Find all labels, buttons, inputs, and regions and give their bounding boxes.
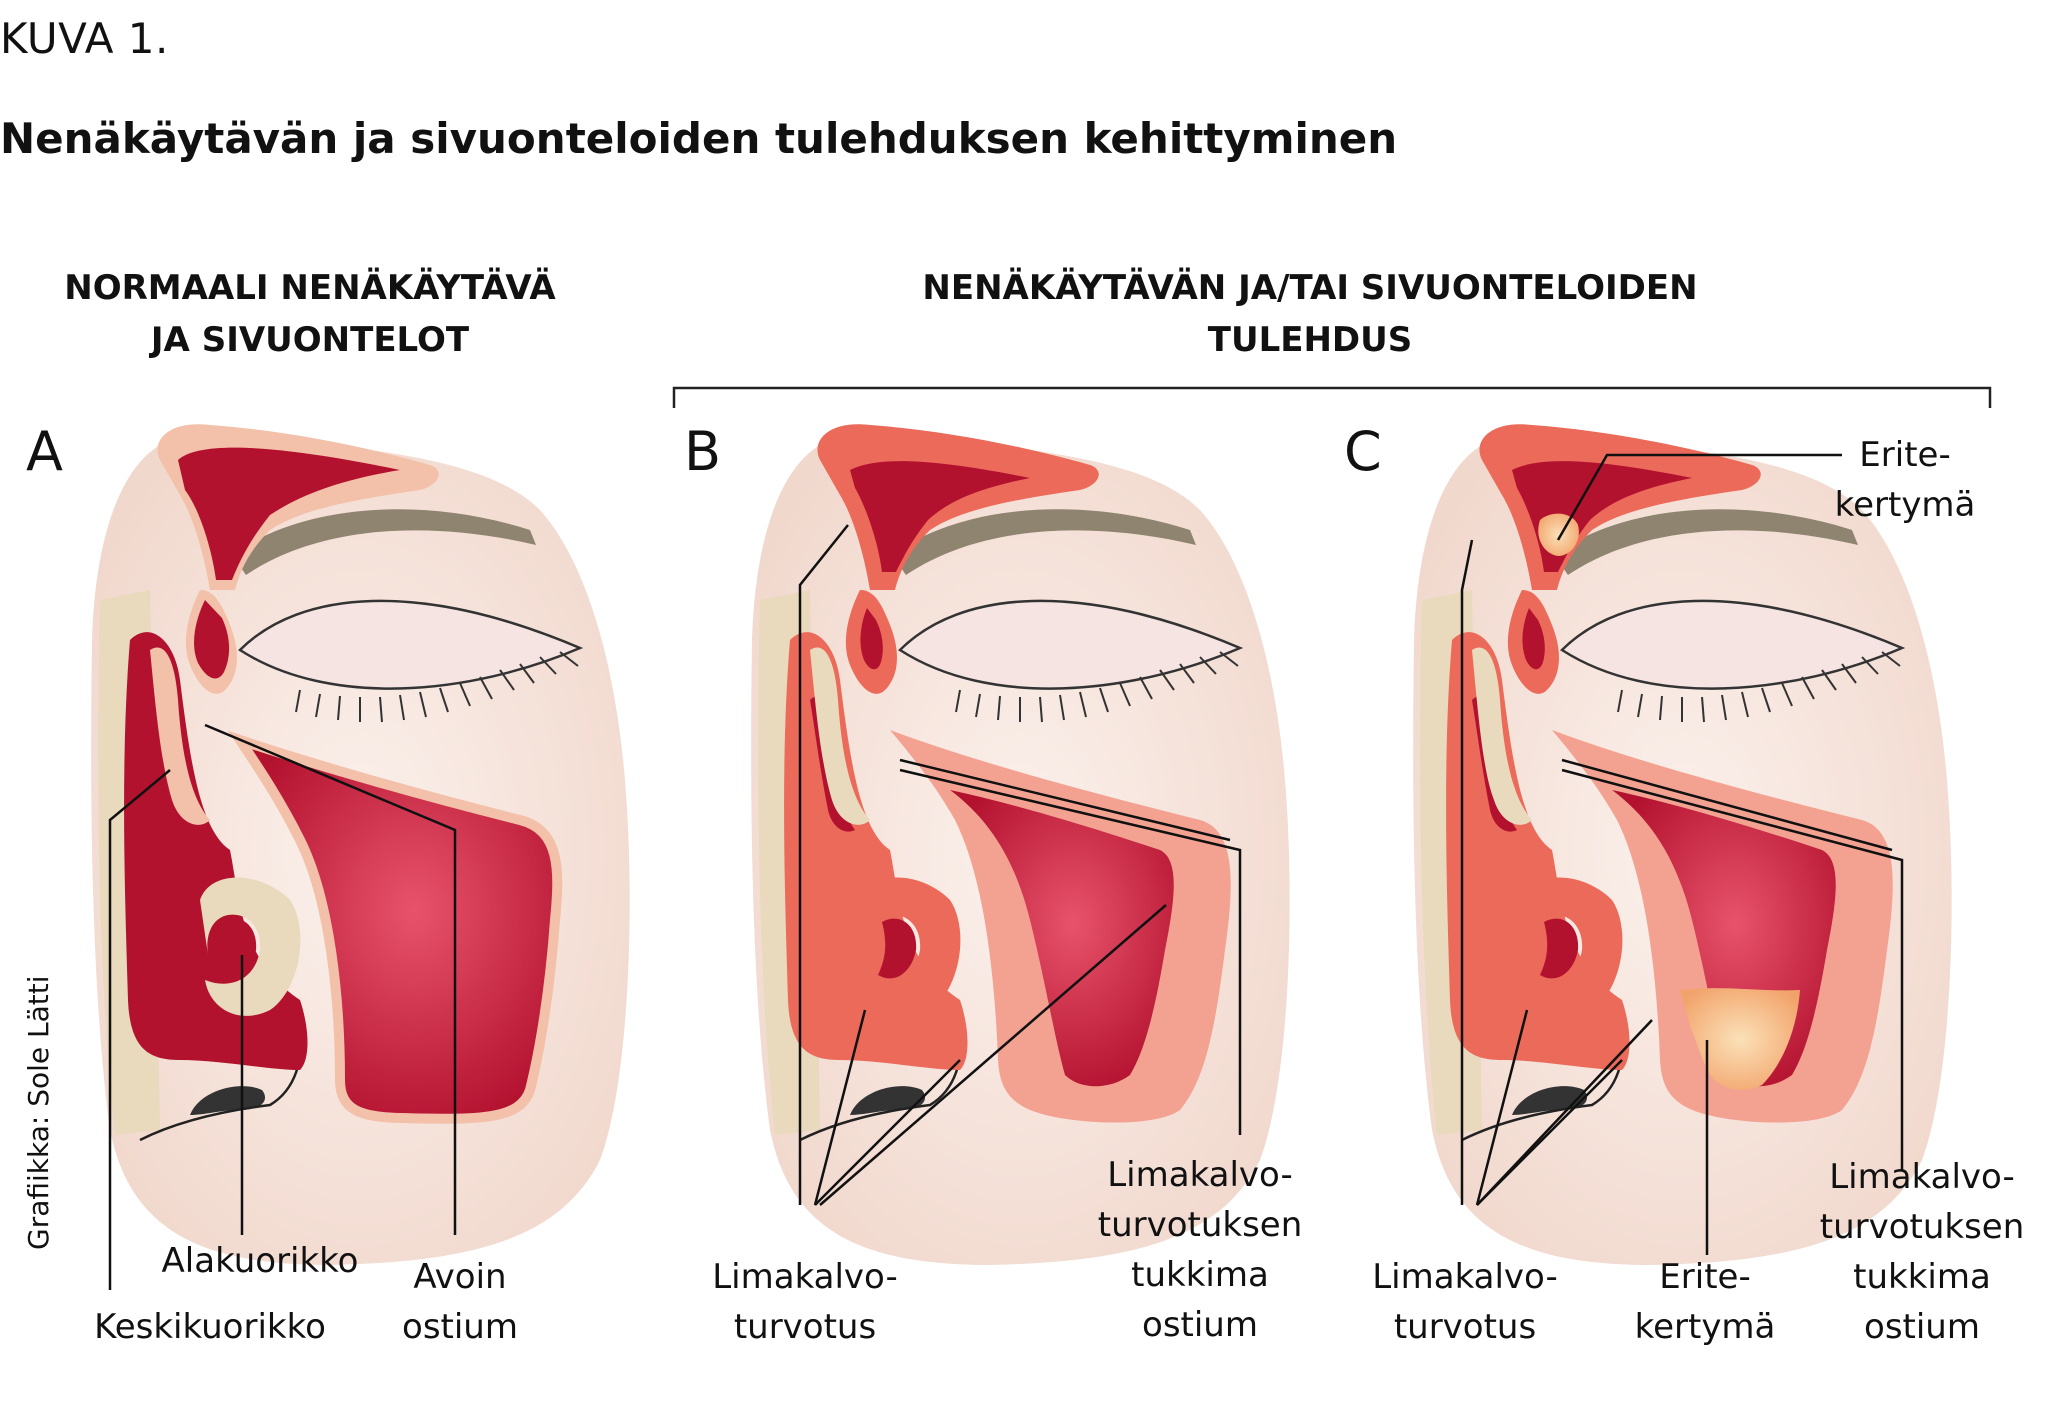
label-c-limakalvoturvotus-line1: Limakalvo-	[1372, 1257, 1558, 1297]
label-c-limakalvoturvotus: Limakalvo- turvotus	[1360, 1252, 1570, 1352]
label-b-limakalvoturvotus-line2: turvotus	[733, 1307, 877, 1347]
label-b-tukkima-line3: tukkima	[1131, 1255, 1269, 1295]
label-b-limakalvoturvotus: Limakalvo- turvotus	[700, 1252, 910, 1352]
label-b-tukkima-ostium: Limakalvo- turvotuksen tukkima ostium	[1090, 1150, 1310, 1350]
label-c-eritekertyma-top-line1: Erite-	[1859, 435, 1951, 475]
label-c-tukkima-ostium: Limakalvo- turvotuksen tukkima ostium	[1812, 1152, 2032, 1352]
label-alakuorikko-text: Alakuorikko	[161, 1241, 359, 1281]
heading-normal: NORMAALI NENÄKÄYTÄVÄ JA SIVUONTELOT	[40, 262, 580, 366]
heading-inflamed-line2: TULEHDUS	[1207, 320, 1413, 360]
figure-label: KUVA 1.	[0, 14, 169, 63]
panel-a-illustration	[89, 424, 631, 1290]
panel-letter-a: A	[26, 420, 63, 483]
figure-title: Nenäkäytävän ja sivuonteloiden tulehduks…	[0, 114, 1398, 163]
heading-normal-line1: NORMAALI NENÄKÄYTÄVÄ	[64, 268, 556, 308]
frontal-secretion	[1538, 513, 1579, 556]
panel-letter-b: B	[684, 420, 722, 483]
label-keskikuorikko-text: Keskikuorikko	[94, 1307, 326, 1347]
label-c-eritekertyma-bottom-line2: kertymä	[1634, 1307, 1776, 1347]
label-keskikuorikko: Keskikuorikko	[85, 1302, 335, 1352]
maxillary-secretion	[1680, 988, 1800, 1090]
heading-inflamed: NENÄKÄYTÄVÄN JA/TAI SIVUONTELOIDEN TULEH…	[880, 262, 1740, 366]
label-c-eritekertyma-top-line2: kertymä	[1834, 485, 1976, 525]
label-c-eritekertyma-bottom-line1: Erite-	[1659, 1257, 1751, 1297]
label-c-tukkima-line3: tukkima	[1853, 1257, 1991, 1297]
label-avoin-ostium: Avoin ostium	[380, 1252, 540, 1352]
label-c-tukkima-line4: ostium	[1864, 1307, 1980, 1347]
label-b-limakalvoturvotus-line1: Limakalvo-	[712, 1257, 898, 1297]
heading-normal-line2: JA SIVUONTELOT	[150, 320, 470, 360]
group-bracket	[672, 386, 1992, 408]
label-c-eritekertyma-bottom: Erite- kertymä	[1620, 1252, 1790, 1352]
label-c-tukkima-line2: turvotuksen	[1819, 1207, 2025, 1247]
graphics-credit: Grafiikka: Sole Lätti	[22, 975, 55, 1250]
panel-letter-c: C	[1344, 420, 1382, 483]
label-b-tukkima-line1: Limakalvo-	[1107, 1155, 1293, 1195]
label-b-tukkima-line4: ostium	[1142, 1305, 1258, 1345]
label-c-limakalvoturvotus-line2: turvotus	[1393, 1307, 1537, 1347]
label-avoin-ostium-line1: Avoin	[413, 1257, 507, 1297]
label-alakuorikko: Alakuorikko	[140, 1236, 380, 1286]
label-b-tukkima-line2: turvotuksen	[1097, 1205, 1303, 1245]
label-c-eritekertyma-top: Erite- kertymä	[1830, 430, 1980, 530]
heading-inflamed-line1: NENÄKÄYTÄVÄN JA/TAI SIVUONTELOIDEN	[922, 268, 1698, 308]
maxillary-sinus	[227, 730, 563, 1124]
panel-b-illustration	[749, 424, 1291, 1267]
panel-c-illustration	[1411, 424, 1953, 1267]
middle-turbinate	[150, 647, 210, 825]
label-avoin-ostium-line2: ostium	[402, 1307, 518, 1347]
label-c-tukkima-line1: Limakalvo-	[1829, 1157, 2015, 1197]
inferior-turbinate	[200, 877, 301, 1016]
